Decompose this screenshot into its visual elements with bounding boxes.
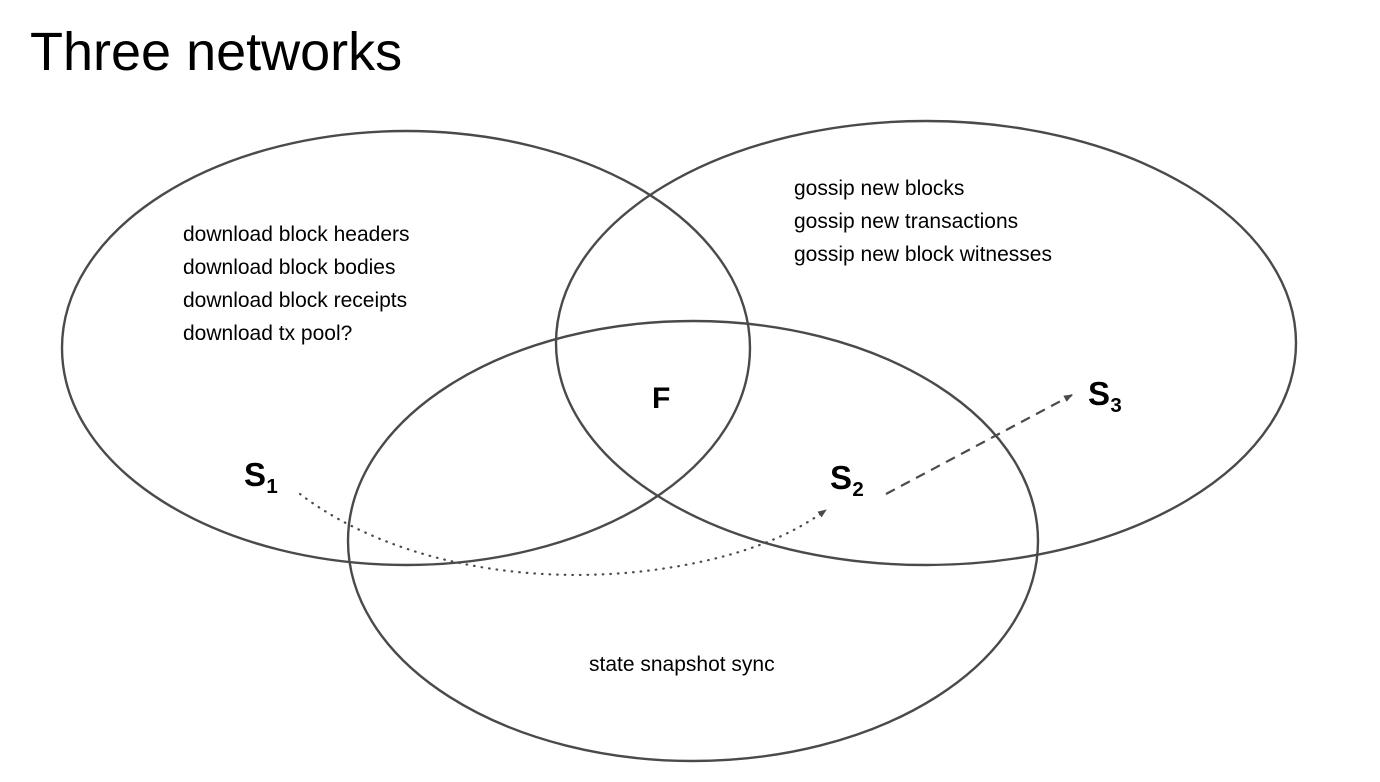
node-label-s1: S1 [244, 456, 278, 496]
right-set-item-list: gossip new blocks gossip new transaction… [794, 177, 1052, 266]
node-label-s2: S2 [830, 459, 864, 499]
node-label-s3-base: S [1088, 375, 1111, 412]
node-label-s3: S3 [1088, 375, 1122, 415]
node-label-s2-base: S [830, 459, 853, 496]
node-label-s3-sub: 3 [1110, 393, 1122, 417]
ellipse-bottom-set [346, 319, 1040, 763]
node-label-f-text: F [652, 382, 671, 415]
bottom-set-item-list: state snapshot sync [589, 653, 775, 676]
node-label-s2-sub: 2 [852, 477, 864, 501]
node-label-s1-base: S [244, 456, 267, 493]
page-title: Three networks [30, 22, 403, 82]
ellipse-right-set [554, 119, 1298, 567]
arrow-s1-to-s2 [298, 492, 828, 577]
arrow-s2-to-s3 [885, 394, 1073, 495]
node-label-s1-sub: 1 [266, 474, 278, 498]
left-set-item-list: download block headers download block bo… [183, 223, 410, 345]
ellipse-left-set [60, 129, 752, 567]
node-label-f: F [652, 384, 670, 414]
